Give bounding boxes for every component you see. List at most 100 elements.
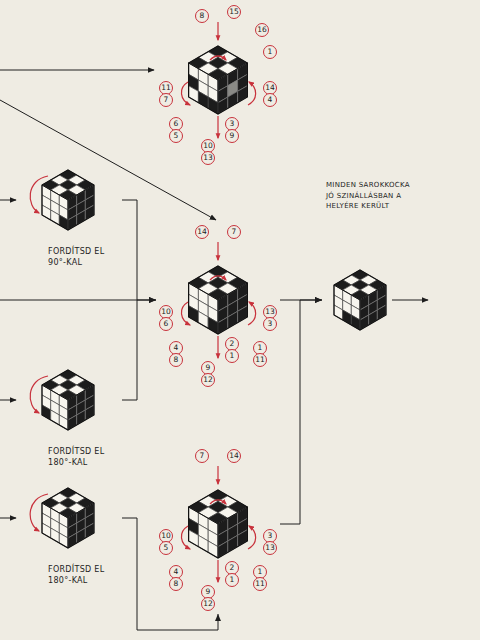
callout-number: 14 bbox=[227, 449, 241, 463]
incoming-line bbox=[0, 300, 137, 301]
turn-arrow bbox=[217, 22, 218, 40]
cube-edge bbox=[42, 385, 94, 400]
arrow-head bbox=[149, 297, 156, 303]
cube-outline bbox=[189, 490, 248, 558]
callout-number: 16 bbox=[255, 23, 269, 37]
step-caption: FORDÍTSD EL 180°-KAL bbox=[48, 447, 118, 469]
rotation-step: FORDÍTSD EL 180°-KAL bbox=[18, 473, 122, 593]
cube-outline bbox=[42, 488, 94, 548]
callout-number: 14 bbox=[195, 225, 209, 239]
cube-edge bbox=[218, 80, 219, 114]
algorithm-cube: 1471064821133111912 bbox=[156, 222, 280, 390]
flow-connector bbox=[122, 200, 156, 303]
result-caption: MINDEN SAROKKOCKA JÓ SZINÁLLÁSBAN A HELY… bbox=[326, 180, 412, 212]
callout-number: 7 bbox=[227, 225, 241, 239]
turn-arrow bbox=[210, 500, 226, 504]
callout-number: 7 bbox=[159, 93, 173, 107]
incoming-arrow bbox=[0, 400, 16, 401]
incoming-arrow bbox=[0, 100, 216, 220]
cube-edge bbox=[189, 283, 248, 300]
incoming-arrow bbox=[0, 200, 16, 201]
algorithm-cube: 81516111714465391013 bbox=[156, 2, 280, 170]
cube-edge bbox=[68, 518, 69, 548]
step-caption: FORDÍTSD EL 180°-KAL bbox=[48, 565, 118, 587]
callout-number: 1 bbox=[225, 349, 239, 363]
turn-arrow bbox=[210, 276, 226, 280]
outgoing-arrow bbox=[392, 300, 428, 301]
callout-number: 8 bbox=[169, 577, 183, 591]
flow-connector bbox=[280, 297, 322, 524]
rotation-step: FORDÍTSD EL 90°-KAL bbox=[18, 155, 122, 275]
callout-number: 12 bbox=[201, 373, 215, 387]
callout-number: 12 bbox=[201, 597, 215, 611]
cube-outline bbox=[334, 270, 386, 330]
callout-number: 5 bbox=[159, 541, 173, 555]
algorithm-cube: 7141054821313111912 bbox=[156, 446, 280, 614]
turn-arrow bbox=[210, 56, 226, 60]
callout-number: 7 bbox=[195, 449, 209, 463]
callout-number: 1 bbox=[263, 45, 277, 59]
callout-number: 8 bbox=[195, 9, 209, 23]
callout-number: 15 bbox=[227, 5, 241, 19]
cube-outline bbox=[189, 266, 248, 334]
arrow-head bbox=[315, 297, 322, 303]
cube-edge bbox=[42, 503, 94, 518]
cube-illustration bbox=[189, 46, 248, 114]
cube-edge bbox=[189, 63, 248, 80]
cube-outline bbox=[42, 170, 94, 230]
callout-number: 3 bbox=[263, 317, 277, 331]
callout-number: 5 bbox=[169, 129, 183, 143]
turn-arrow bbox=[217, 116, 218, 138]
cube-edge bbox=[68, 400, 69, 430]
callout-number: 13 bbox=[201, 151, 215, 165]
cube-edge bbox=[68, 200, 69, 230]
step-caption: FORDÍTSD EL 90°-KAL bbox=[48, 247, 118, 269]
arrow-head bbox=[315, 297, 322, 303]
turn-arrow bbox=[181, 526, 190, 549]
cube-edge bbox=[218, 300, 219, 334]
callout-number: 11 bbox=[253, 353, 267, 367]
cube-illustration bbox=[42, 370, 94, 430]
flow-connector bbox=[122, 518, 221, 630]
turn-arrow bbox=[30, 376, 48, 413]
callout-number: 8 bbox=[169, 353, 183, 367]
connector-line bbox=[122, 300, 156, 400]
cube-edge bbox=[360, 300, 361, 330]
turn-arrow bbox=[217, 466, 218, 484]
cube-outline bbox=[189, 46, 248, 114]
turn-arrow bbox=[181, 302, 190, 325]
turn-arrow bbox=[248, 82, 256, 105]
arrow-head bbox=[149, 297, 156, 303]
cube-edge bbox=[334, 285, 386, 300]
result-cube: MINDEN SAROKKOCKA JÓ SZINÁLLÁSBAN A HELY… bbox=[322, 180, 414, 340]
callout-number: 6 bbox=[159, 317, 173, 331]
callout-number: 4 bbox=[263, 93, 277, 107]
arrow-head bbox=[215, 614, 221, 621]
flow-connector bbox=[122, 297, 156, 400]
cube-illustration bbox=[189, 266, 248, 334]
cube-edge bbox=[218, 524, 219, 558]
turn-arrow bbox=[181, 82, 190, 105]
cube-illustration bbox=[334, 270, 386, 330]
cube-illustration bbox=[42, 488, 94, 548]
callout-number: 9 bbox=[225, 129, 239, 143]
turn-arrow bbox=[217, 336, 218, 358]
connector-line bbox=[122, 200, 156, 300]
cube-edge bbox=[189, 507, 248, 524]
turn-arrow bbox=[248, 302, 256, 325]
incoming-arrow bbox=[0, 518, 16, 519]
turn-arrow bbox=[30, 494, 48, 531]
turn-arrow bbox=[30, 176, 48, 213]
turn-arrow bbox=[248, 526, 256, 549]
incoming-arrow bbox=[0, 70, 154, 71]
rotation-step: FORDÍTSD EL 180°-KAL bbox=[18, 355, 122, 475]
turn-arrow bbox=[217, 242, 218, 260]
callout-number: 1 bbox=[225, 573, 239, 587]
turn-arrow bbox=[217, 560, 218, 582]
cube-edge bbox=[42, 185, 94, 200]
callout-number: 13 bbox=[263, 541, 277, 555]
cube-illustration bbox=[42, 170, 94, 230]
cube-illustration bbox=[189, 490, 248, 558]
